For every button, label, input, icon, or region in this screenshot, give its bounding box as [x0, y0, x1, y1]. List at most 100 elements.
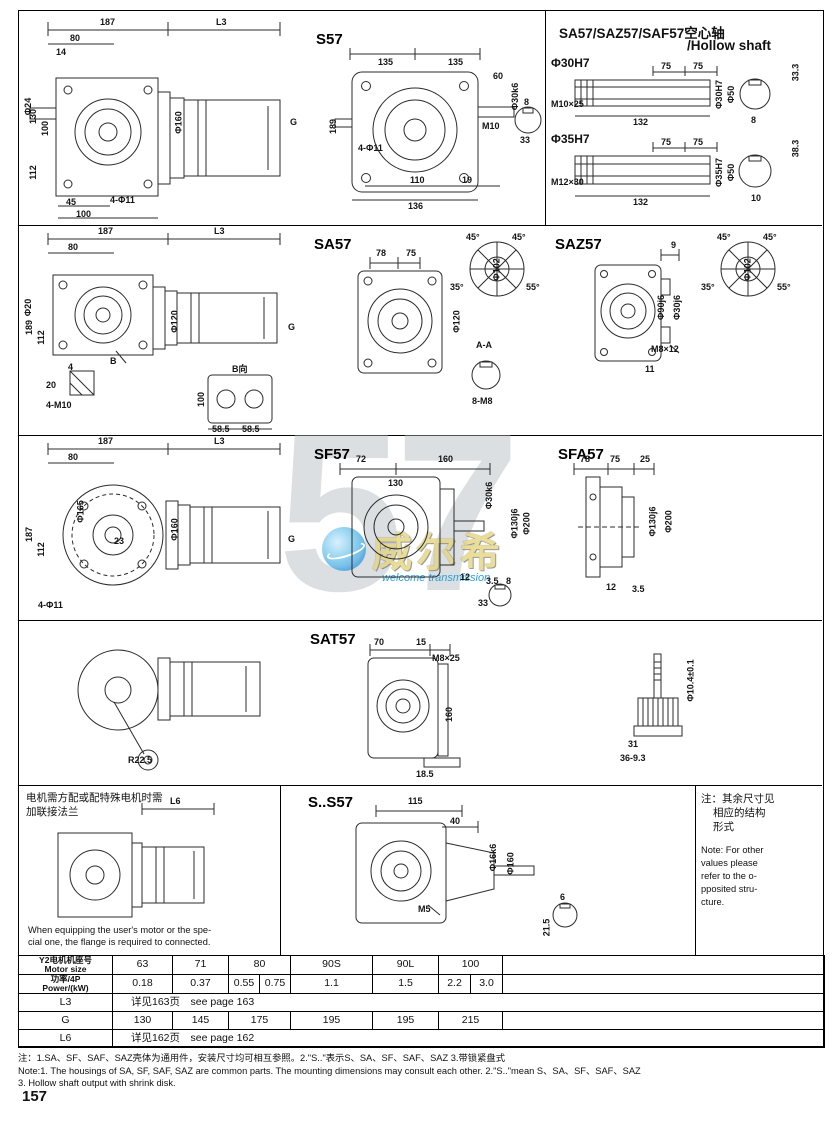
dim-label: 19	[462, 175, 473, 185]
dim-label: 45°	[717, 232, 731, 242]
dim-label: Φ90j6	[655, 295, 666, 320]
dim-label: Φ130j6	[509, 508, 520, 539]
dim-label: 4-Φ11	[358, 143, 383, 153]
motor-size-label-cn: Y2电机机座号	[39, 955, 92, 965]
dim-label: Φ16k6	[488, 843, 499, 872]
dim-label: B	[110, 356, 117, 366]
dim-label: 4	[68, 362, 74, 372]
dim-label: 75	[693, 137, 704, 147]
dim-label: Φ102	[491, 258, 502, 281]
dim-label: 8-M8	[472, 396, 493, 406]
sfa57-drawing	[573, 463, 655, 578]
flange-note-en-2: cial one, the flange is required to conn…	[28, 937, 211, 947]
dim-label: 135	[378, 57, 394, 67]
dim-label: Φ30k6	[510, 82, 521, 111]
g-value: 195	[290, 1010, 373, 1030]
dim-label: 115	[408, 796, 423, 806]
sf57-front-drawing	[339, 463, 512, 607]
dim-label: M12×30	[551, 177, 584, 187]
dim-label: 45	[66, 197, 77, 207]
dim-label: 33	[520, 135, 531, 145]
ss57-drawing	[355, 805, 578, 928]
dim-label: M8×25	[432, 653, 460, 663]
dim-label: 132	[633, 197, 649, 207]
drawing-sat57: SAT57 70 15 M8×25 160 18.5 R22.5 Φ10.4±0…	[18, 620, 824, 785]
flange-note-en-1: When equipping the user's motor or the s…	[28, 925, 212, 935]
drawing-sf57-side: 187 L3 80 Φ165 23 Φ160 187 112 4-Φ11 G	[18, 435, 300, 620]
dim-label: 9	[671, 240, 677, 250]
dim-label: Φ120	[169, 310, 180, 333]
dim-label: Φ10.4±0.1	[685, 659, 696, 702]
power-value: 2.2	[438, 973, 471, 994]
dim-label: 4-M10	[46, 400, 72, 410]
side-note-en-3: refer to the o-	[701, 871, 757, 881]
motor-size-value: 71	[172, 955, 229, 975]
dim-label: 187	[24, 526, 35, 543]
dim-label: 187	[100, 17, 116, 27]
sa57-front-drawing	[357, 241, 525, 390]
bore-35-label: Φ35H7	[551, 132, 590, 146]
dim-label: 72	[356, 454, 367, 464]
table-row-power: 功率/4P Power/(kW) 0.18 0.37 0.55 0.75 1.1…	[18, 973, 825, 994]
flange-note-cn-2: 加联接法兰	[26, 806, 79, 818]
dim-label: M10×25	[551, 99, 584, 109]
dim-label: Φ30H7	[713, 80, 724, 109]
spec-table: Y2电机机座号 Motor size 63 71 80 90S 90L 100 …	[18, 955, 825, 1048]
s57-side-drawing	[29, 22, 281, 219]
dim-label: 23	[114, 536, 125, 546]
dim-label: 3.5	[486, 576, 499, 586]
drawing-sa57-side: 187 L3 80 Φ20 Φ120 189 112 G B 4-M10 4 2…	[18, 225, 300, 435]
dim-label: L6	[170, 796, 181, 806]
dim-label: Φ50	[726, 163, 737, 182]
empty-cell	[502, 973, 825, 994]
dim-label: Φ130j6	[647, 506, 658, 537]
dim-label: 4-Φ11	[110, 195, 135, 205]
saz57-drawing	[594, 241, 776, 362]
dim-label: R22.5	[128, 755, 153, 765]
dim-label: 60	[493, 71, 504, 81]
s57-front-drawing	[334, 48, 542, 201]
dim-label: Φ160	[505, 852, 516, 875]
dim-label: 112	[27, 165, 38, 180]
dim-label: 4-Φ11	[38, 600, 63, 610]
dim-label: 36-9.3	[620, 753, 646, 763]
drawing-sfa57: SFA57 78 75 25 Φ130j6 Φ200 12 3.5	[530, 435, 824, 620]
section-title-s57: S57	[316, 31, 343, 48]
flange-note-cell: 电机需方配或配特殊电机时需 加联接法兰 L6 When equipping th…	[18, 785, 280, 955]
dim-label: 33	[478, 598, 489, 608]
footer-note-en-2: 3. Hollow shaft output with shrink disk.	[18, 1078, 176, 1089]
dim-label: 25	[640, 454, 651, 464]
dim-label: B向	[232, 364, 248, 374]
motor-size-value: 90S	[290, 955, 373, 975]
dim-label: 12	[460, 572, 471, 582]
dim-label: 75	[610, 454, 621, 464]
l3-value: 详见163页 see page 163	[112, 992, 825, 1012]
divider	[18, 225, 822, 226]
dim-label: L3	[216, 17, 227, 27]
power-value: 1.1	[290, 973, 373, 994]
dim-label: 100	[76, 209, 92, 219]
power-value: 3.0	[470, 973, 503, 994]
empty-cell	[502, 1010, 825, 1030]
footer-notes: 注：1.SA、SF、SAF、SAZ壳体为通用件，安装尺寸均可相互参照。2."S.…	[18, 1052, 818, 1090]
side-note-cn-3: 形式	[713, 821, 734, 833]
power-value: 0.18	[112, 973, 173, 994]
dim-label: G	[290, 117, 298, 127]
side-note-en-4: pposited stru-	[701, 884, 758, 894]
table-row-motor-size: Y2电机机座号 Motor size 63 71 80 90S 90L 100	[18, 955, 825, 975]
dim-label: Φ160	[173, 111, 184, 134]
dim-label: A-A	[476, 340, 492, 350]
flange-motor-drawing	[57, 803, 215, 918]
dim-label: 21.5	[541, 918, 552, 937]
g-value: 130	[112, 1010, 173, 1030]
dim-label: 18.5	[416, 769, 434, 779]
side-note-cn-1: 注：其余尺寸见	[701, 793, 775, 805]
dim-label: G	[288, 322, 296, 332]
dim-label: 187	[98, 436, 114, 446]
table-row-l6: L6 详见162页 see page 162	[18, 1028, 825, 1048]
dim-label: 6	[560, 892, 566, 902]
page-number: 157	[22, 1088, 48, 1105]
dim-label: Φ120	[451, 310, 462, 333]
section-title-sf57: SF57	[314, 446, 350, 463]
side-note-en-2: values please	[701, 858, 758, 868]
